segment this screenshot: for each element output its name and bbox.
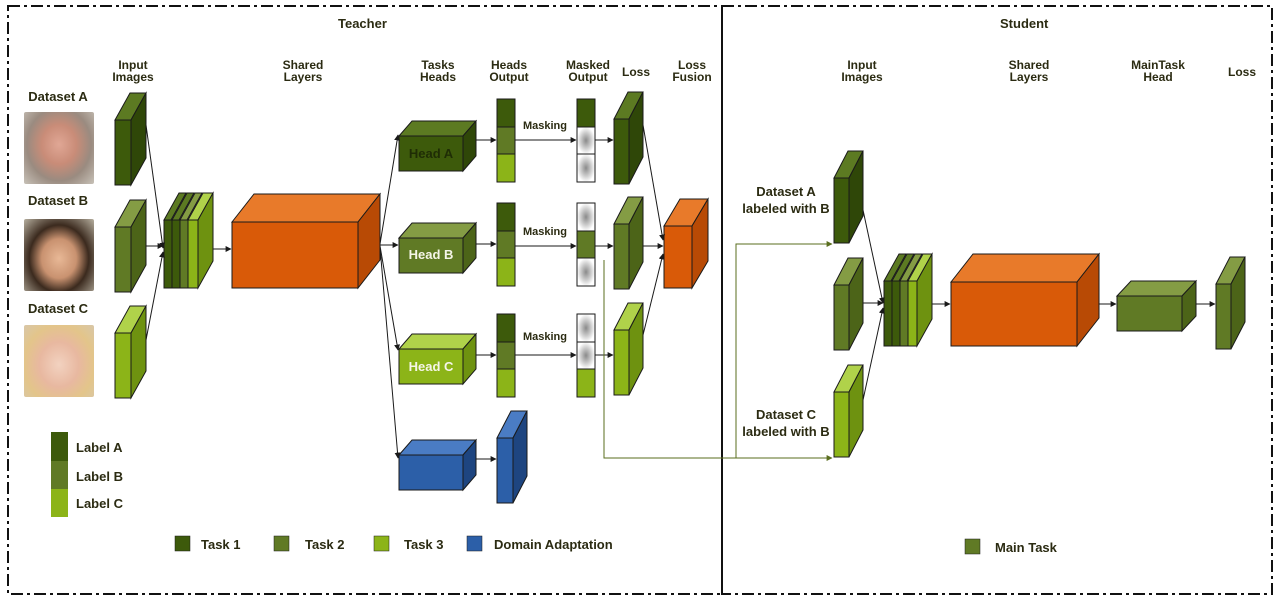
student-edges [862, 209, 1216, 401]
loss-slab-b [613, 196, 644, 290]
student-header-shared-1: Shared [1009, 58, 1050, 72]
header-input-1: Input [118, 58, 147, 72]
header-input-2: Images [112, 70, 154, 84]
student-header-shared-2: Layers [1010, 70, 1049, 84]
header-tasks-heads-1: Tasks [421, 58, 454, 72]
dataset-a-label: Dataset A [28, 89, 88, 104]
student-input-slab-b [833, 257, 864, 351]
header-shared-1: Shared [283, 58, 324, 72]
teacher-input-slab-c [114, 304, 147, 400]
domain-output-slab [496, 410, 528, 504]
header-masked-output-1: Masked [566, 58, 610, 72]
student-input-slab-a [833, 150, 864, 244]
dataset-b-label: Dataset B [28, 193, 88, 208]
header-tasks-heads-2: Heads [420, 70, 456, 84]
teacher-student-link [603, 241, 833, 461]
dataset-b-face-image [24, 219, 94, 291]
teacher-input-slab-a [114, 91, 147, 187]
dataset-a-face-image [24, 112, 94, 184]
masked-output-c [576, 313, 596, 398]
student-stacked-layers [883, 252, 933, 348]
head-b-label: Head B [409, 247, 454, 262]
masking-label-c: Masking [523, 331, 567, 343]
header-heads-output-2: Output [489, 70, 528, 84]
header-heads-output-1: Heads [491, 58, 527, 72]
student-header-loss: Loss [1228, 65, 1256, 79]
student-header-maintask-1: MainTask [1131, 58, 1185, 72]
heads-output-b [496, 202, 516, 287]
teacher-shared-layers-box [230, 192, 382, 290]
loss-slab-a [613, 91, 644, 185]
teacher-stacked-layers [163, 191, 214, 290]
student-input-slab-c [833, 364, 864, 458]
label-legend: Label A Label B Label C [51, 432, 124, 517]
student-header-input-1: Input [847, 58, 876, 72]
student-dataset-c-line2: labeled with B [742, 424, 829, 439]
masking-label-b: Masking [523, 226, 567, 238]
teacher-headers: Input Images Shared Layers Tasks Heads H… [112, 58, 711, 84]
head-a-box: Head A [397, 119, 478, 173]
label-a-text: Label A [76, 440, 123, 455]
header-loss-fusion-1: Loss [678, 58, 706, 72]
legend-task1: Task 1 [201, 537, 241, 552]
header-loss-fusion-2: Fusion [672, 70, 711, 84]
legend-task2: Task 2 [305, 537, 345, 552]
loss-fusion-box [663, 197, 709, 290]
label-c-text: Label C [76, 496, 124, 511]
student-dataset-a-line2: labeled with B [742, 201, 829, 216]
dataset-c-label: Dataset C [28, 301, 89, 316]
heads-output-c [496, 313, 516, 398]
head-c-box: Head C [397, 332, 478, 386]
label-b-text: Label B [76, 469, 123, 484]
heads-output-a [496, 98, 516, 183]
panel-borders [7, 5, 1273, 595]
head-a-label: Head A [409, 146, 454, 161]
legend-task3: Task 3 [404, 537, 444, 552]
header-masked-output-2: Output [568, 70, 607, 84]
head-b-box: Head B [397, 221, 478, 275]
teacher-title: Teacher [338, 16, 387, 31]
student-loss-slab [1215, 256, 1246, 350]
student-title: Student [1000, 16, 1049, 31]
legend-main-task: Main Task [995, 540, 1058, 555]
student-header-input-2: Images [841, 70, 883, 84]
header-loss: Loss [622, 65, 650, 79]
student-dataset-c-line1: Dataset C [756, 407, 817, 422]
teacher-input-slab-b [114, 198, 147, 294]
legend-domain-adaptation: Domain Adaptation [494, 537, 613, 552]
head-c-label: Head C [409, 359, 454, 374]
header-shared-2: Layers [284, 70, 323, 84]
student-headers: Input Images Shared Layers MainTask Head… [841, 58, 1256, 84]
dataset-c-face-image [24, 325, 94, 397]
student-maintask-head-box [1115, 279, 1198, 333]
masked-output-b [576, 202, 596, 287]
masking-label-a: Masking [523, 120, 567, 132]
student-header-maintask-2: Head [1143, 70, 1172, 84]
teacher-edges [145, 124, 666, 462]
domain-head-box [397, 438, 478, 492]
student-dataset-a-line1: Dataset A [756, 184, 816, 199]
student-legend: Main Task [964, 538, 1058, 555]
task-legend: Task 1 Task 2 Task 3 Domain Adaptation [174, 535, 613, 552]
masked-output-a [576, 98, 596, 183]
student-shared-layers-box [949, 252, 1101, 348]
loss-slab-c [613, 302, 644, 396]
